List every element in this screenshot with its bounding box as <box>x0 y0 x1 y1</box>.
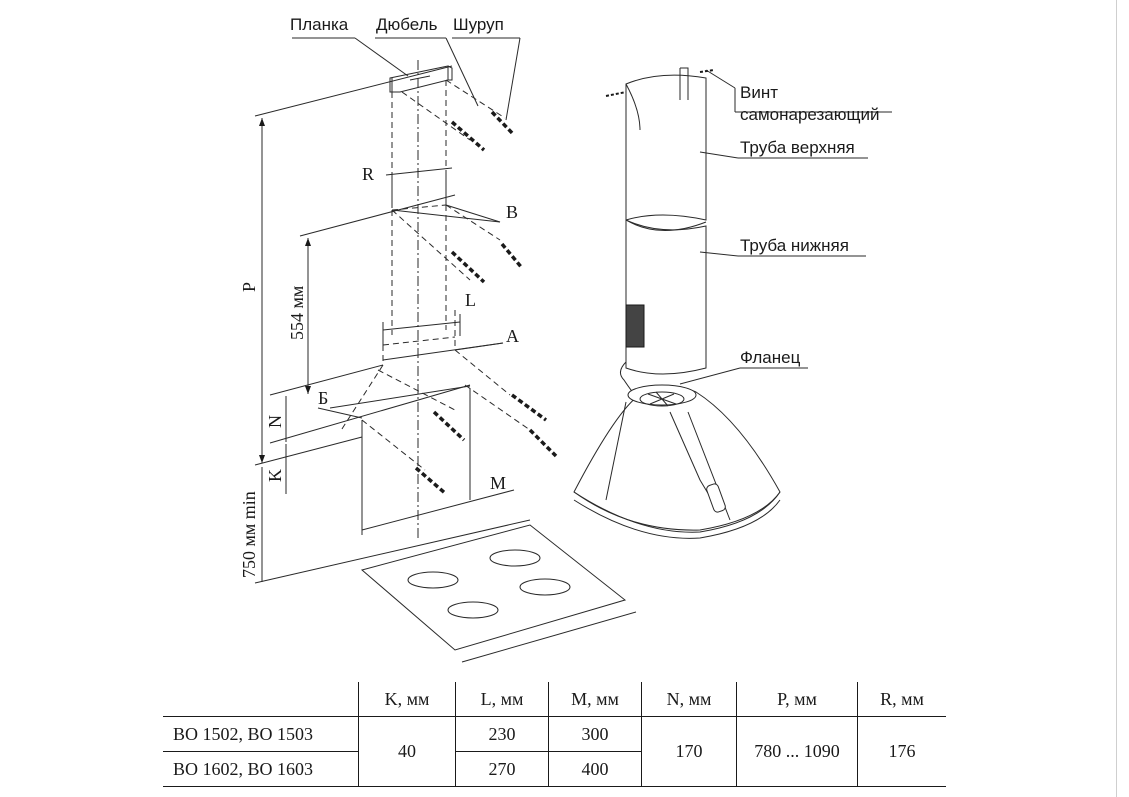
table-header-k: K, мм <box>358 682 456 717</box>
label-truba-verh: Труба верхняя <box>740 138 855 157</box>
dim-N: N <box>265 415 285 428</box>
hood-chimney <box>620 67 707 397</box>
table-header-m: M, мм <box>548 682 642 717</box>
table-cell-model: BO 1602, BO 1603 <box>163 751 359 787</box>
right-leaders <box>679 69 892 385</box>
dim-A: А <box>506 326 519 346</box>
dimension-lines <box>259 118 515 582</box>
dowel-screws <box>414 110 558 496</box>
dim-R: R <box>362 164 374 184</box>
table-header-l: L, мм <box>455 682 549 717</box>
label-dubel: Дюбель <box>376 15 438 34</box>
table-cell-r: 176 <box>857 716 946 787</box>
label-truba-niz: Труба нижняя <box>740 236 849 255</box>
table-cell-l: 270 <box>455 751 549 787</box>
right-page-edge <box>1116 0 1117 797</box>
table-cell-l: 230 <box>455 716 549 752</box>
mounting-bracket <box>389 65 453 93</box>
label-vint: Винт <box>740 83 778 102</box>
label-planka: Планка <box>290 15 349 34</box>
cooktop <box>360 524 637 663</box>
dim-750: 750 мм min <box>239 491 259 578</box>
dim-554: 554 мм <box>287 286 307 340</box>
letter-leaders <box>317 204 504 419</box>
dim-P: P <box>239 282 259 292</box>
table-header-p: P, мм <box>736 682 858 717</box>
dim-V: В <box>506 202 518 222</box>
table-cell-n: 170 <box>641 716 737 787</box>
dim-K: K <box>265 469 285 482</box>
table-row: BO 1602, BO 1603 270 400 <box>163 751 946 787</box>
dim-L: L <box>465 290 476 310</box>
level-lines <box>254 65 531 584</box>
table-cell-m: 300 <box>548 716 642 752</box>
table-cell-k: 40 <box>358 716 456 787</box>
table-header-row: K, мм L, мм M, мм N, мм P, мм R, мм <box>163 682 946 717</box>
table-header-r: R, мм <box>857 682 946 717</box>
label-shurup: Шуруп <box>453 15 504 34</box>
top-leaders <box>292 37 521 121</box>
label-samonarez: самонарезающий <box>740 105 879 124</box>
table-row: BO 1502, BO 1503 40 230 300 170 780 ... … <box>163 716 946 787</box>
dim-M: M <box>490 473 506 493</box>
table-cell-p: 780 ... 1090 <box>736 716 858 787</box>
installation-diagram: Планка Дюбель Шуруп Винт самонарезающий … <box>239 15 892 663</box>
table-cell-m: 400 <box>548 751 642 787</box>
table-header-model <box>163 682 359 717</box>
table-header-n: N, мм <box>641 682 737 717</box>
spec-table: K, мм L, мм M, мм N, мм P, мм R, мм BO 1… <box>163 682 946 787</box>
construction-lines <box>339 60 531 540</box>
table-cell-model: BO 1502, BO 1503 <box>163 716 359 752</box>
label-flanec: Фланец <box>740 348 801 367</box>
hood-canopy <box>573 384 781 539</box>
dim-B: Б <box>318 388 328 408</box>
